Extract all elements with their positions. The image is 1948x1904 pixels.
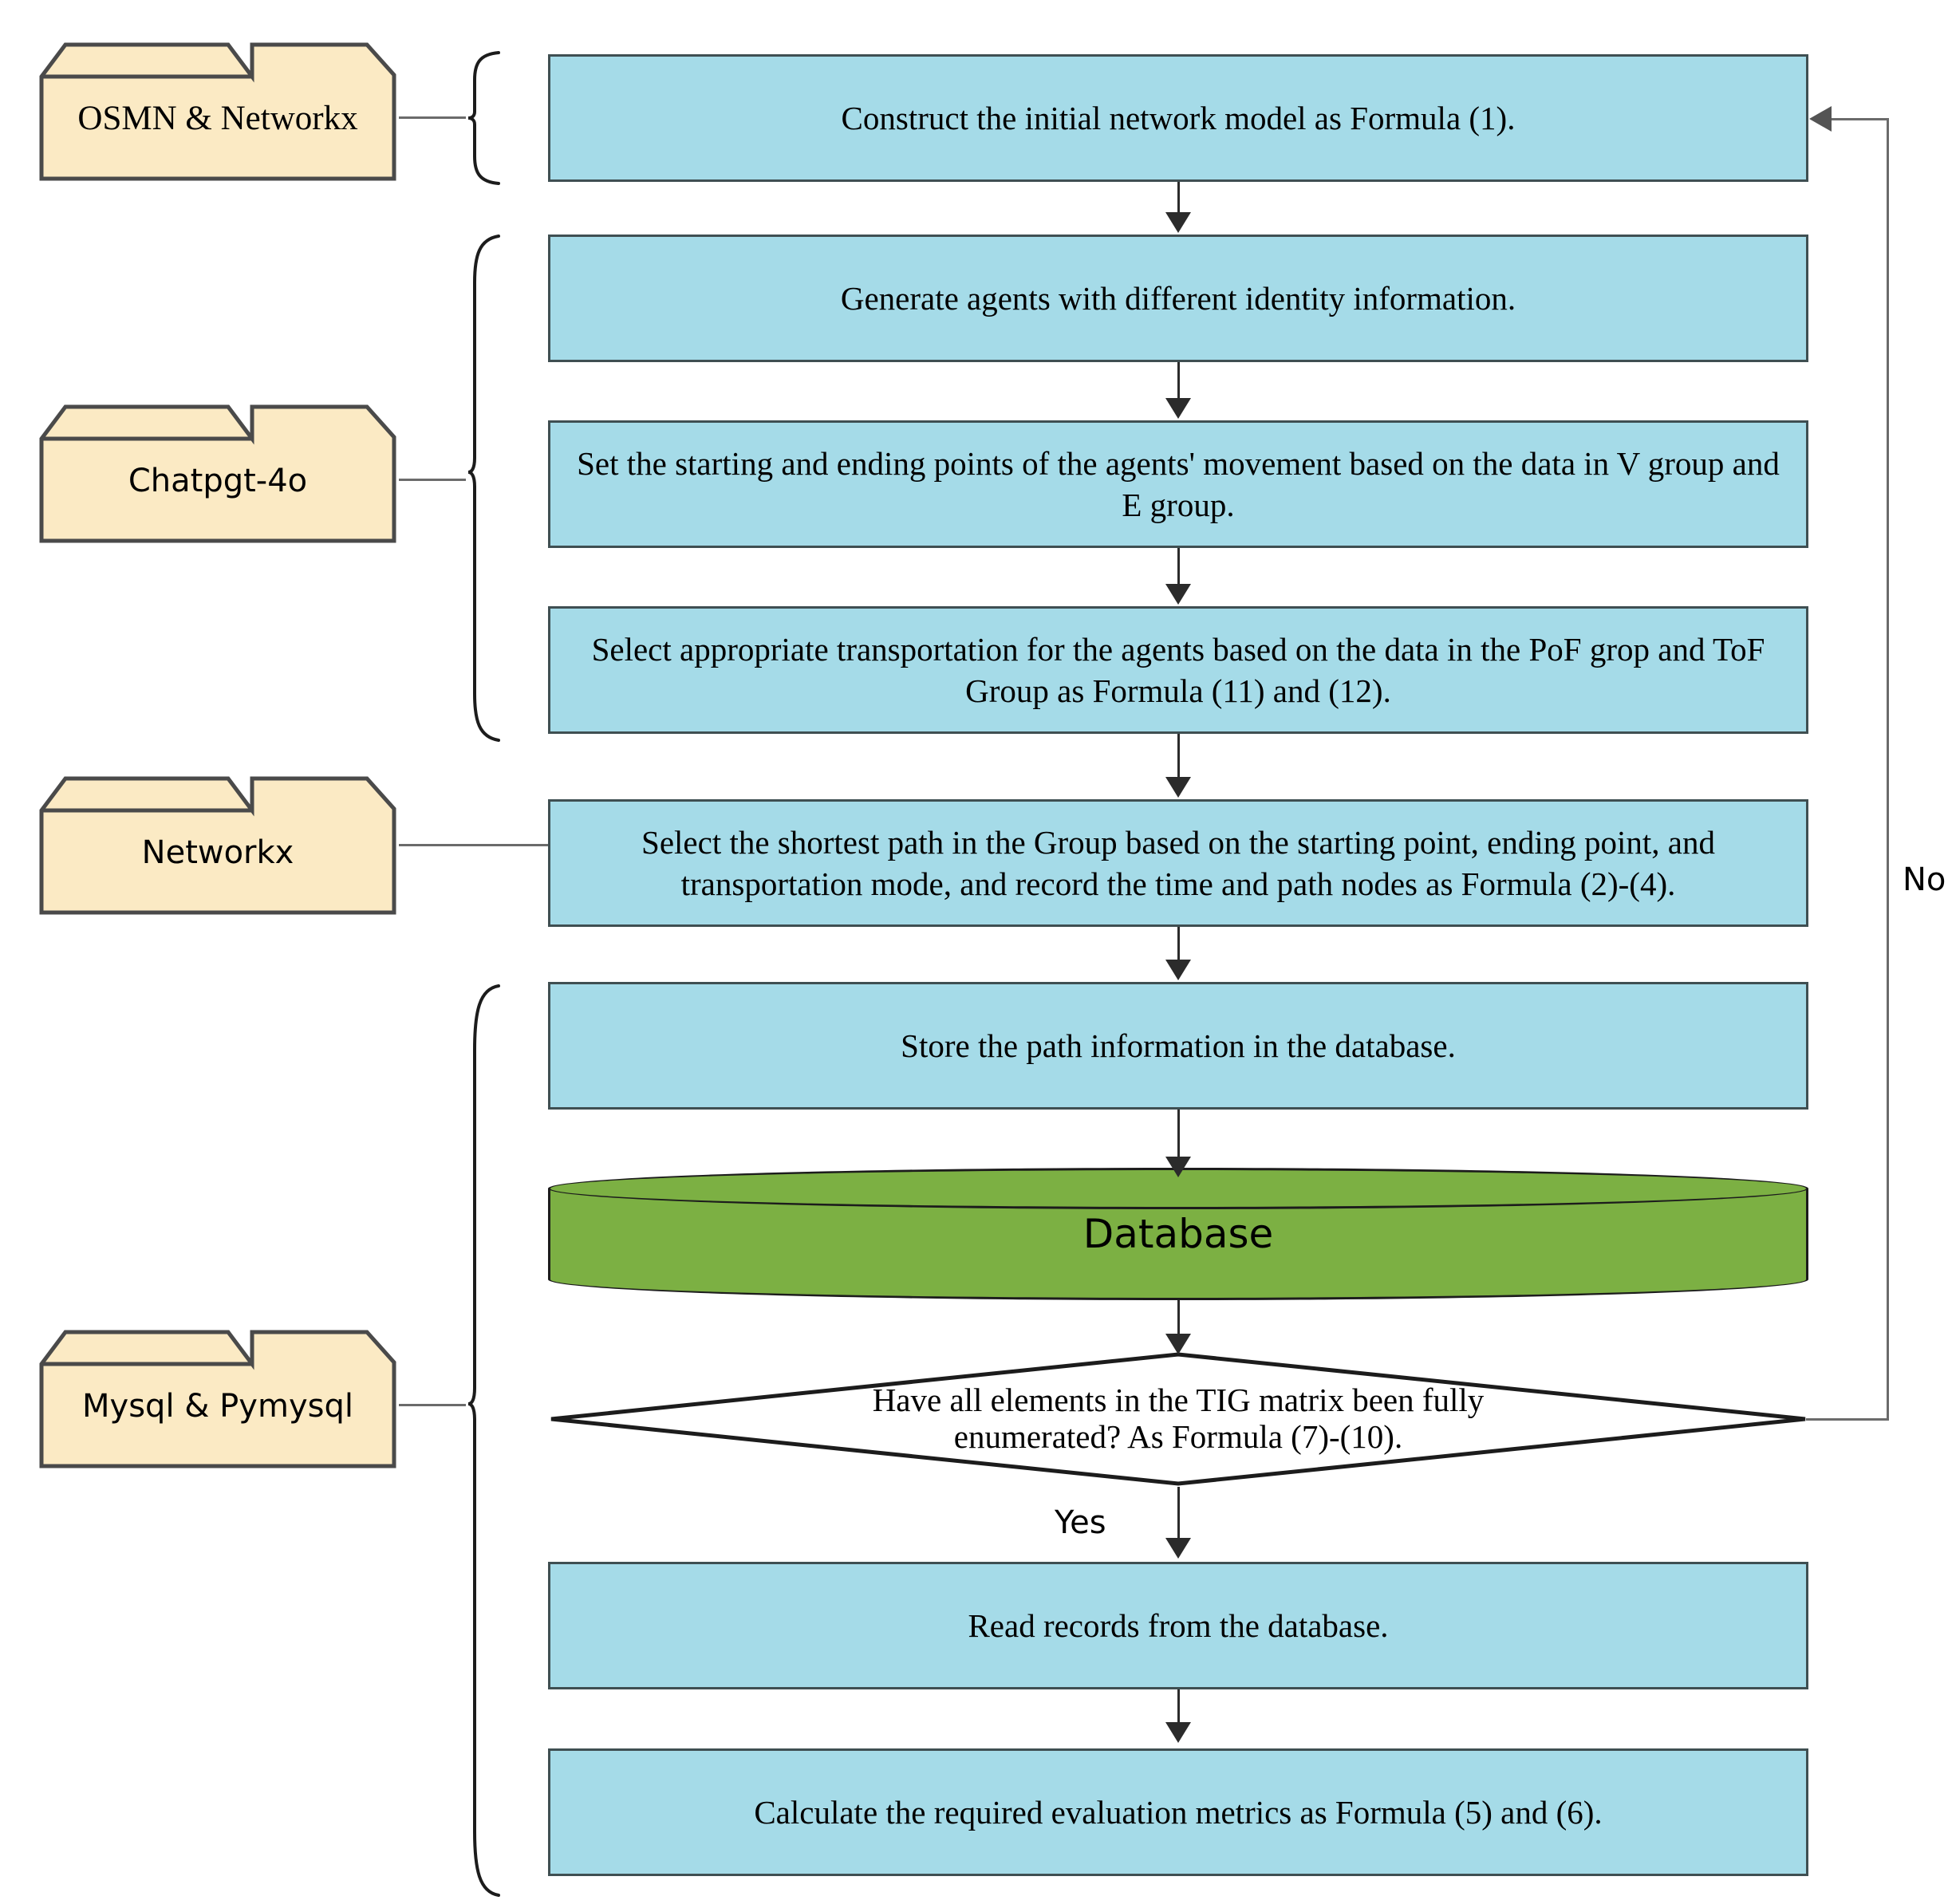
brace-chatgpt <box>451 233 503 743</box>
feedback-line-horizontal-bottom <box>1806 1418 1889 1421</box>
artifact-label-networkx: Networkx <box>141 834 294 871</box>
process-text-step3: Set the starting and ending points of th… <box>577 444 1780 523</box>
process-box-step1[interactable]: Construct the initial network model as F… <box>548 54 1808 182</box>
process-box-step3[interactable]: Set the starting and ending points of th… <box>548 420 1808 548</box>
feedback-line-horizontal-top <box>1832 118 1889 120</box>
cylinder-top <box>548 1168 1808 1209</box>
process-box-step5[interactable]: Select the shortest path in the Group ba… <box>548 799 1808 927</box>
arrowhead-step4-step5 <box>1165 777 1191 798</box>
arrowhead-step2-step3 <box>1165 398 1191 419</box>
feedback-line-vertical <box>1887 118 1889 1421</box>
edge-label-yes: Yes <box>1055 1504 1106 1541</box>
artifact-label-osmn: OSMN & Networkx <box>77 100 358 138</box>
connector-decision-step7 <box>1177 1487 1180 1541</box>
process-box-step4[interactable]: Select appropriate transportation for th… <box>548 606 1808 734</box>
brace-mysql <box>451 983 503 1898</box>
arrowhead-step3-step4 <box>1165 584 1191 605</box>
leader-line-chatgpt <box>399 479 466 481</box>
diamond-shape <box>550 1352 1806 1486</box>
connector-step6-database <box>1177 1110 1180 1165</box>
decision-label: Have all elements in the TIG matrix been… <box>775 1351 1581 1487</box>
connector-database-decision <box>1177 1300 1180 1340</box>
process-box-step8[interactable]: Calculate the required evaluation metric… <box>548 1748 1808 1876</box>
folder-icon <box>39 42 396 181</box>
artifact-label-chatgpt: Chatpgt-4o <box>128 462 308 499</box>
process-text-step7: Read records from the database. <box>968 1606 1389 1644</box>
database-label: Database <box>1082 1211 1274 1257</box>
process-text-step4: Select appropriate transportation for th… <box>591 630 1765 709</box>
leader-line-osmn <box>399 116 466 119</box>
process-box-step7[interactable]: Read records from the database. <box>548 1562 1808 1689</box>
process-box-step6[interactable]: Store the path information in the databa… <box>548 982 1808 1110</box>
artifact-node-chatgpt[interactable]: Chatpgt-4o <box>38 400 397 544</box>
process-text-step2: Generate agents with different identity … <box>840 279 1516 317</box>
arrowhead-decision-step7 <box>1165 1538 1191 1559</box>
folder-icon <box>39 776 396 915</box>
edge-label-no: No <box>1903 861 1946 898</box>
artifact-node-networkx[interactable]: Networkx <box>38 772 397 916</box>
connector-step2-step3 <box>1177 362 1180 401</box>
artifact-node-osmn[interactable]: OSMN & Networkx <box>38 38 397 182</box>
connector-step5-step6 <box>1177 927 1180 963</box>
folder-icon <box>39 404 396 543</box>
leader-line-networkx <box>399 844 549 846</box>
decision-line-1: Have all elements in the TIG matrix been… <box>872 1382 1485 1419</box>
artifact-node-mysql[interactable]: Mysql & Pymysql <box>38 1326 397 1469</box>
brace-osmn <box>451 49 503 187</box>
process-text-step8: Calculate the required evaluation metric… <box>754 1793 1603 1831</box>
folder-icon <box>39 1330 396 1468</box>
process-box-step2[interactable]: Generate agents with different identity … <box>548 235 1808 362</box>
arrowhead-feedback-to-step1 <box>1809 106 1832 132</box>
arrowhead-step5-step6 <box>1165 960 1191 980</box>
process-text-step1: Construct the initial network model as F… <box>841 99 1516 136</box>
decision-diamond[interactable]: Have all elements in the TIG matrix been… <box>548 1351 1808 1487</box>
process-text-step5: Select the shortest path in the Group ba… <box>641 823 1715 902</box>
arrowhead-step1-step2 <box>1165 212 1191 233</box>
database-cylinder[interactable]: Database <box>548 1168 1808 1300</box>
connector-step4-step5 <box>1177 734 1180 780</box>
connector-step1-step2 <box>1177 182 1180 215</box>
arrowhead-step6-database <box>1165 1157 1191 1177</box>
process-text-step6: Store the path information in the databa… <box>901 1027 1456 1064</box>
arrowhead-database-decision <box>1165 1334 1191 1354</box>
artifact-label-mysql: Mysql & Pymysql <box>82 1387 353 1425</box>
leader-line-mysql <box>399 1404 466 1406</box>
connector-step3-step4 <box>1177 548 1180 587</box>
arrowhead-step7-step8 <box>1165 1722 1191 1743</box>
connector-step7-step8 <box>1177 1689 1180 1725</box>
decision-line-2: enumerated? As Formula (7)-(10). <box>953 1418 1403 1455</box>
